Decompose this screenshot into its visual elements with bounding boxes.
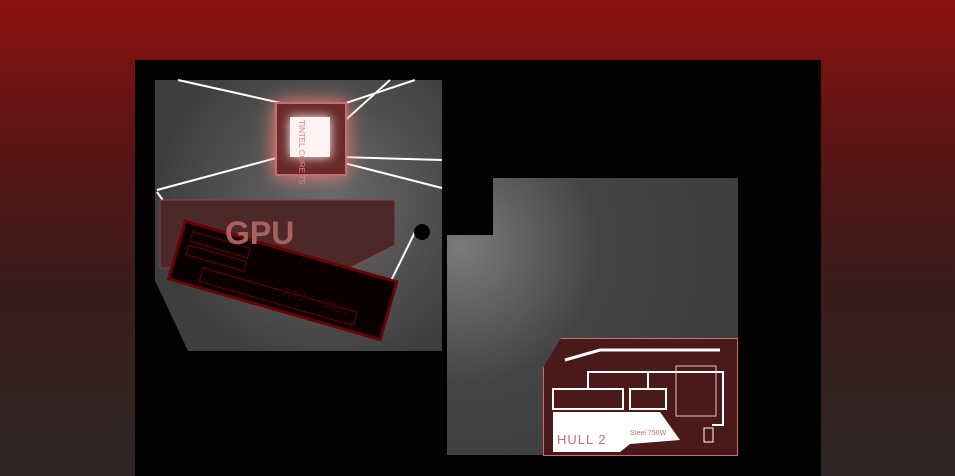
cpu-die: [290, 117, 330, 157]
cpu-label: TINTEL CORE T5: [297, 120, 306, 184]
cables: [156, 79, 443, 298]
cpu-brand: TINTEL: [297, 120, 306, 148]
player-cursor[interactable]: [414, 224, 430, 240]
gpu-slot-label: GPU: [225, 215, 295, 251]
cpu-model: CORE T5: [297, 149, 306, 185]
psu-name: HULL 2: [557, 432, 607, 447]
gpu-card: [166, 219, 399, 342]
psu-spec: Steel 750W: [630, 430, 667, 437]
